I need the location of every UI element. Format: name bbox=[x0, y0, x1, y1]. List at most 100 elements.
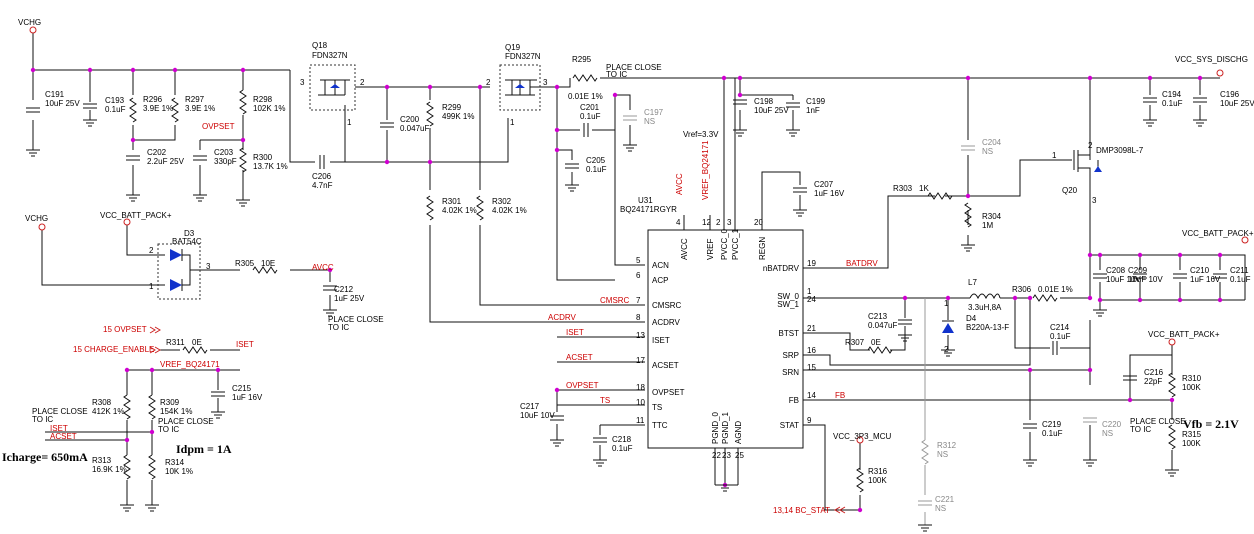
ground-symbol bbox=[918, 524, 932, 532]
net-vcc-3p3-mcu: VCC_3P3_MCU bbox=[833, 432, 891, 441]
ic-pin-num-25: 25 bbox=[735, 451, 744, 460]
ground-symbol bbox=[145, 504, 159, 512]
ic-pin-num-8: 8 bbox=[636, 313, 641, 322]
net-cmsrc: CMSRC bbox=[600, 296, 630, 305]
label-r311-ref: R311 bbox=[166, 338, 185, 347]
net-avcc-vertical: AVCC bbox=[675, 173, 684, 195]
q20-pin-3: 3 bbox=[1092, 196, 1097, 205]
ic-pin-num-13: 13 bbox=[636, 331, 645, 340]
label-c204-ref: C204 bbox=[982, 138, 1002, 147]
capacitor-c206 bbox=[319, 155, 325, 169]
label-r313-value: 16.9K 1% bbox=[92, 465, 127, 474]
net-vref-vertical: VREF_BQ24171 bbox=[701, 140, 710, 200]
q18-pin-1: 1 bbox=[347, 118, 352, 127]
ic-pin-ovpset: OVPSET bbox=[652, 388, 685, 397]
label-c191-value: 10uF 25V bbox=[45, 99, 80, 108]
ic-vref-note: Vref=3.3V bbox=[683, 130, 719, 139]
label-c205-value: 0.1uF bbox=[586, 165, 607, 174]
q18-part: FDN327N bbox=[312, 51, 348, 60]
label-r296-ref: R296 bbox=[143, 95, 163, 104]
ground-symbol bbox=[120, 504, 134, 512]
note-place-close-left: PLACE CLOSE bbox=[32, 407, 88, 416]
ic-pin-iset: ISET bbox=[652, 336, 670, 345]
label-c197-value: NS bbox=[644, 117, 655, 126]
ic-pin-sw_0: SW_0 bbox=[777, 292, 799, 301]
label-c210-ref: C210 bbox=[1190, 266, 1210, 275]
net-vcc-batt-pack-left: VCC_BATT_PACK+ bbox=[100, 211, 172, 220]
ic-pin-fb: FB bbox=[789, 396, 799, 405]
label-c218-ref: C218 bbox=[612, 435, 632, 444]
capacitor-c217 bbox=[550, 415, 564, 421]
capacitor-c202 bbox=[126, 155, 140, 161]
ground-symbol bbox=[718, 484, 732, 492]
capacitor-c205 bbox=[565, 163, 579, 169]
ic-pin-agnd: AGND bbox=[734, 421, 743, 444]
ic-pin-num-23: 23 bbox=[722, 451, 731, 460]
ic-pin-vref: VREF bbox=[706, 239, 715, 260]
label-c219-value: 0.1uF bbox=[1042, 429, 1063, 438]
net-vchg-left: VCHG bbox=[25, 214, 48, 223]
label-c199-value: 1nF bbox=[806, 106, 820, 115]
ground-symbol bbox=[941, 349, 955, 357]
d3-part: BAT54C bbox=[172, 237, 202, 246]
wires bbox=[32, 30, 1246, 525]
label-r310-ref: R310 bbox=[1182, 374, 1202, 383]
ic-pin-avcc: AVCC bbox=[680, 238, 689, 260]
capacitor-c209 bbox=[1133, 273, 1147, 279]
ground-symbol bbox=[1143, 119, 1157, 127]
q18-pin-3: 3 bbox=[300, 78, 305, 87]
d4-part: B220A-13-F bbox=[966, 323, 1009, 332]
label-c219-ref: C219 bbox=[1042, 420, 1062, 429]
capacitor-c194 bbox=[1143, 97, 1157, 103]
capacitor-c216 bbox=[1123, 375, 1137, 381]
ic-pin-num-22: 22 bbox=[712, 451, 721, 460]
label-r300-value: 13.7K 1% bbox=[253, 162, 288, 171]
label-r303-value: 1K bbox=[919, 184, 929, 193]
ground-symbol bbox=[126, 194, 140, 202]
ground-symbol bbox=[1093, 309, 1107, 317]
capacitor-c211 bbox=[1213, 273, 1227, 279]
label-c213-ref: C213 bbox=[868, 312, 888, 321]
ground-symbol bbox=[1193, 119, 1207, 127]
label-r312-ref: R312 bbox=[937, 441, 957, 450]
note-place-close-fb: PLACE CLOSE bbox=[1130, 417, 1186, 426]
q19-pin-3: 3 bbox=[543, 78, 548, 87]
ground-symbol bbox=[623, 144, 637, 152]
label-r301-ref: R301 bbox=[442, 197, 462, 206]
label-r309-value: 154K 1% bbox=[160, 407, 192, 416]
label-r306-value: 0.01E 1% bbox=[1038, 285, 1073, 294]
label-c207-ref: C207 bbox=[814, 180, 834, 189]
label-c205-ref: C205 bbox=[586, 156, 606, 165]
ic-pin-stat: STAT bbox=[780, 421, 799, 430]
d4-pin-1: 1 bbox=[944, 299, 949, 308]
label-c217-ref: C217 bbox=[520, 402, 540, 411]
label-r297-value: 3.9E 1% bbox=[185, 104, 215, 113]
capacitor-c220 bbox=[1083, 417, 1097, 423]
ground-symbol bbox=[733, 129, 747, 137]
ground-symbol bbox=[1165, 469, 1179, 477]
q20-ref: Q20 bbox=[1062, 186, 1078, 195]
net-batdrv: BATDRV bbox=[846, 259, 878, 268]
ic-pin-acp: ACP bbox=[652, 276, 668, 285]
label-r303-ref: R303 bbox=[893, 184, 913, 193]
label-c217-value: 10uF 10V bbox=[520, 411, 555, 420]
ic-pin-num-5: 5 bbox=[636, 256, 641, 265]
capacitor-c219 bbox=[1023, 423, 1037, 429]
label-r316-ref: R316 bbox=[868, 467, 888, 476]
capacitor-c208 bbox=[1093, 273, 1107, 279]
label-r307-ref: R307 bbox=[845, 338, 865, 347]
note-icharge: Icharge= 650mA bbox=[2, 450, 88, 464]
ic-pins: ACN5ACP6CMSRC7ACDRV8ISET13ACSET17OVPSET1… bbox=[636, 215, 816, 460]
label-c213-value: 0.047uF bbox=[868, 321, 897, 330]
resistor-r304 bbox=[964, 202, 972, 228]
q19-pin-1: 1 bbox=[510, 118, 515, 127]
q18-ref: Q18 bbox=[312, 41, 328, 50]
label-c214-ref: C214 bbox=[1050, 323, 1070, 332]
label-c204-value: NS bbox=[982, 147, 993, 156]
ic-pin-num-18: 18 bbox=[636, 383, 645, 392]
ic-pin-sw_1: SW_1 bbox=[777, 300, 799, 309]
net-acset: ACSET bbox=[566, 353, 593, 362]
resistor-r299 bbox=[426, 101, 434, 127]
resistor-r310 bbox=[1168, 372, 1176, 398]
